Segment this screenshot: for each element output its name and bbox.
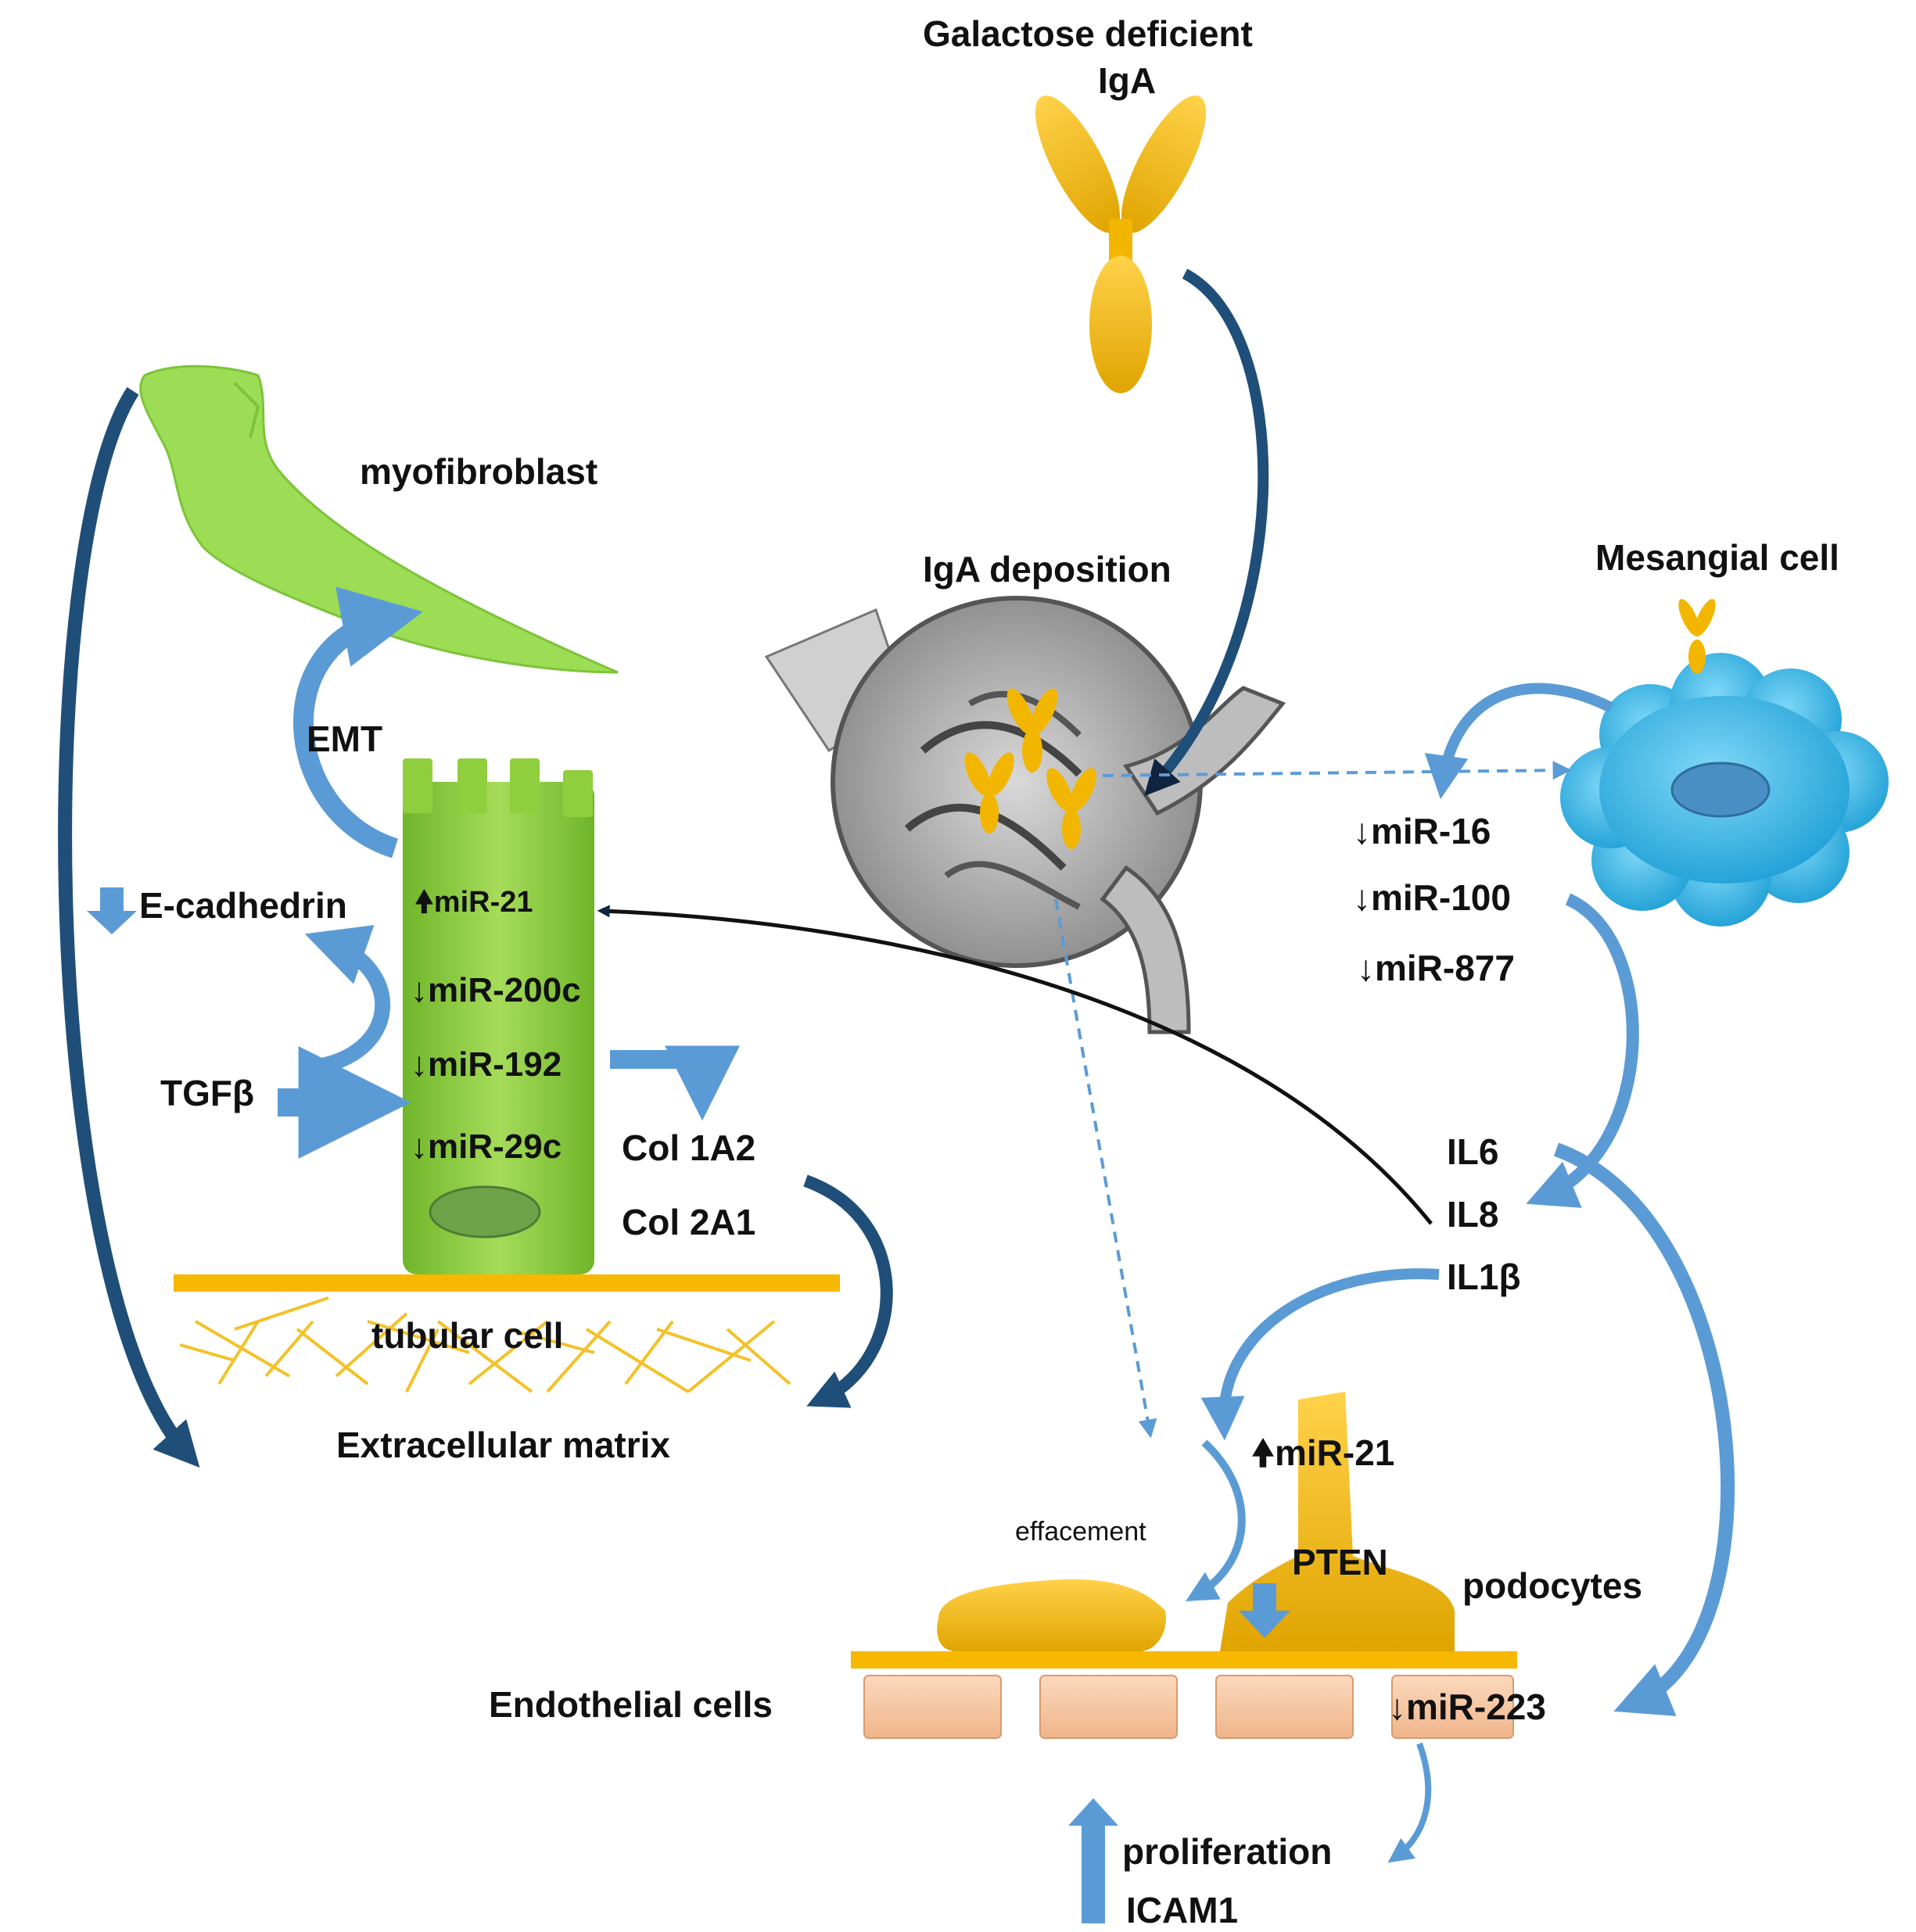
emt-label: EMT — [307, 719, 383, 759]
myofibroblast-cell — [139, 365, 619, 674]
il6-label: IL6 — [1447, 1131, 1499, 1172]
arrow-emt — [293, 586, 423, 858]
arrow-col-to-ecm — [803, 1174, 893, 1408]
iga-deposits — [964, 688, 1096, 849]
mesangial-cell — [1560, 599, 1889, 927]
down-arrow-icon: ↓ — [1353, 811, 1371, 851]
down-arrow-icon: ↓ — [1353, 877, 1371, 918]
down-arrow-icon — [1239, 1583, 1290, 1638]
mir192-label: ↓miR-192 — [411, 1045, 562, 1084]
ecm-fibres — [179, 1296, 791, 1393]
endothelial-cells — [863, 1675, 1514, 1739]
podocyte-cells — [937, 1392, 1455, 1651]
arrow-il6-to-mir223 — [1553, 1142, 1735, 1716]
icam1-label: ICAM1 — [1126, 1890, 1239, 1930]
arrow-mir192-to-col — [610, 1045, 740, 1121]
arrow-podocyte-effacement — [1186, 1439, 1246, 1601]
down-arrow-icon: ↓ — [411, 1045, 428, 1084]
mir200c-label: ↓miR-200c — [411, 971, 581, 1009]
arrow-il1b-to-podocyte — [1200, 1268, 1440, 1441]
tubular-mir21-label: 🠝miR-21 — [414, 886, 533, 919]
e-cadherin-label: E-cadhedrin — [139, 885, 347, 926]
tgfb-label: TGFβ — [160, 1073, 255, 1113]
mir29c-label: ↓miR-29c — [411, 1127, 562, 1166]
il1b-label: IL1β — [1447, 1256, 1521, 1297]
effacement-label: effacement — [1015, 1517, 1146, 1547]
arrow-myofibroblast-to-ecm — [58, 387, 200, 1468]
tubular-cell-label: tubular cell — [371, 1315, 564, 1356]
arrow-il8-to-tubular — [597, 905, 1433, 1225]
up-arrow-icon — [1068, 1798, 1118, 1923]
myofibroblast-label: myofibroblast — [360, 451, 598, 492]
arrow-mesangial-to-mirs — [1424, 683, 1614, 800]
down-arrow-icon: ↓ — [1357, 948, 1375, 988]
down-arrow-icon: ↓ — [411, 1127, 428, 1166]
podocytes-label: podocytes — [1462, 1565, 1643, 1606]
mesangial-cell-label: Mesangial cell — [1595, 537, 1839, 578]
mir877-label: ↓miR-877 — [1357, 948, 1515, 988]
arrow-glomerulus-to-mesangial — [1102, 761, 1572, 780]
down-arrow-icon: ↓ — [411, 971, 428, 1009]
pten-label: PTEN — [1292, 1542, 1388, 1583]
glomerular-basement-membrane — [851, 1651, 1517, 1669]
iga-label: IgA — [1098, 60, 1157, 101]
extracellular-matrix-label: Extracellular matrix — [336, 1425, 671, 1465]
tubular-basement-membrane — [174, 1274, 840, 1292]
arrow-mir223-to-proliferation — [1387, 1742, 1432, 1863]
mir100-label: ↓miR-100 — [1353, 877, 1511, 918]
proliferation-label: proliferation — [1122, 1831, 1333, 1872]
galactose-deficient-label: Galactose deficient — [923, 13, 1253, 54]
col1a2-label: Col 1A2 — [622, 1127, 756, 1168]
mir16-label: ↓miR-16 — [1353, 811, 1491, 851]
iga-antibody — [1035, 95, 1206, 393]
arrow-iga-to-glomerulus — [1144, 268, 1269, 797]
down-arrow-icon — [87, 887, 137, 934]
arrow-glomerulus-to-podocytes — [1054, 898, 1157, 1439]
down-arrow-icon: ↓ — [1388, 1686, 1406, 1727]
mir223-label: ↓miR-223 — [1388, 1686, 1546, 1727]
up-arrow-icon: 🠝 — [414, 886, 434, 919]
endothelial-cells-label: Endothelial cells — [489, 1684, 773, 1725]
podocyte-mir21-label: 🠝miR-21 — [1251, 1432, 1395, 1473]
up-arrow-icon: 🠝 — [1251, 1432, 1275, 1473]
col2a1-label: Col 2A1 — [622, 1202, 756, 1242]
glomerulus — [764, 596, 1286, 1034]
tubular-cell — [403, 758, 594, 1274]
iga-deposition-label: IgA deposition — [923, 549, 1171, 590]
arrow-tgfb-to-ecadherin — [304, 925, 391, 1075]
il8-label: IL8 — [1447, 1194, 1499, 1235]
